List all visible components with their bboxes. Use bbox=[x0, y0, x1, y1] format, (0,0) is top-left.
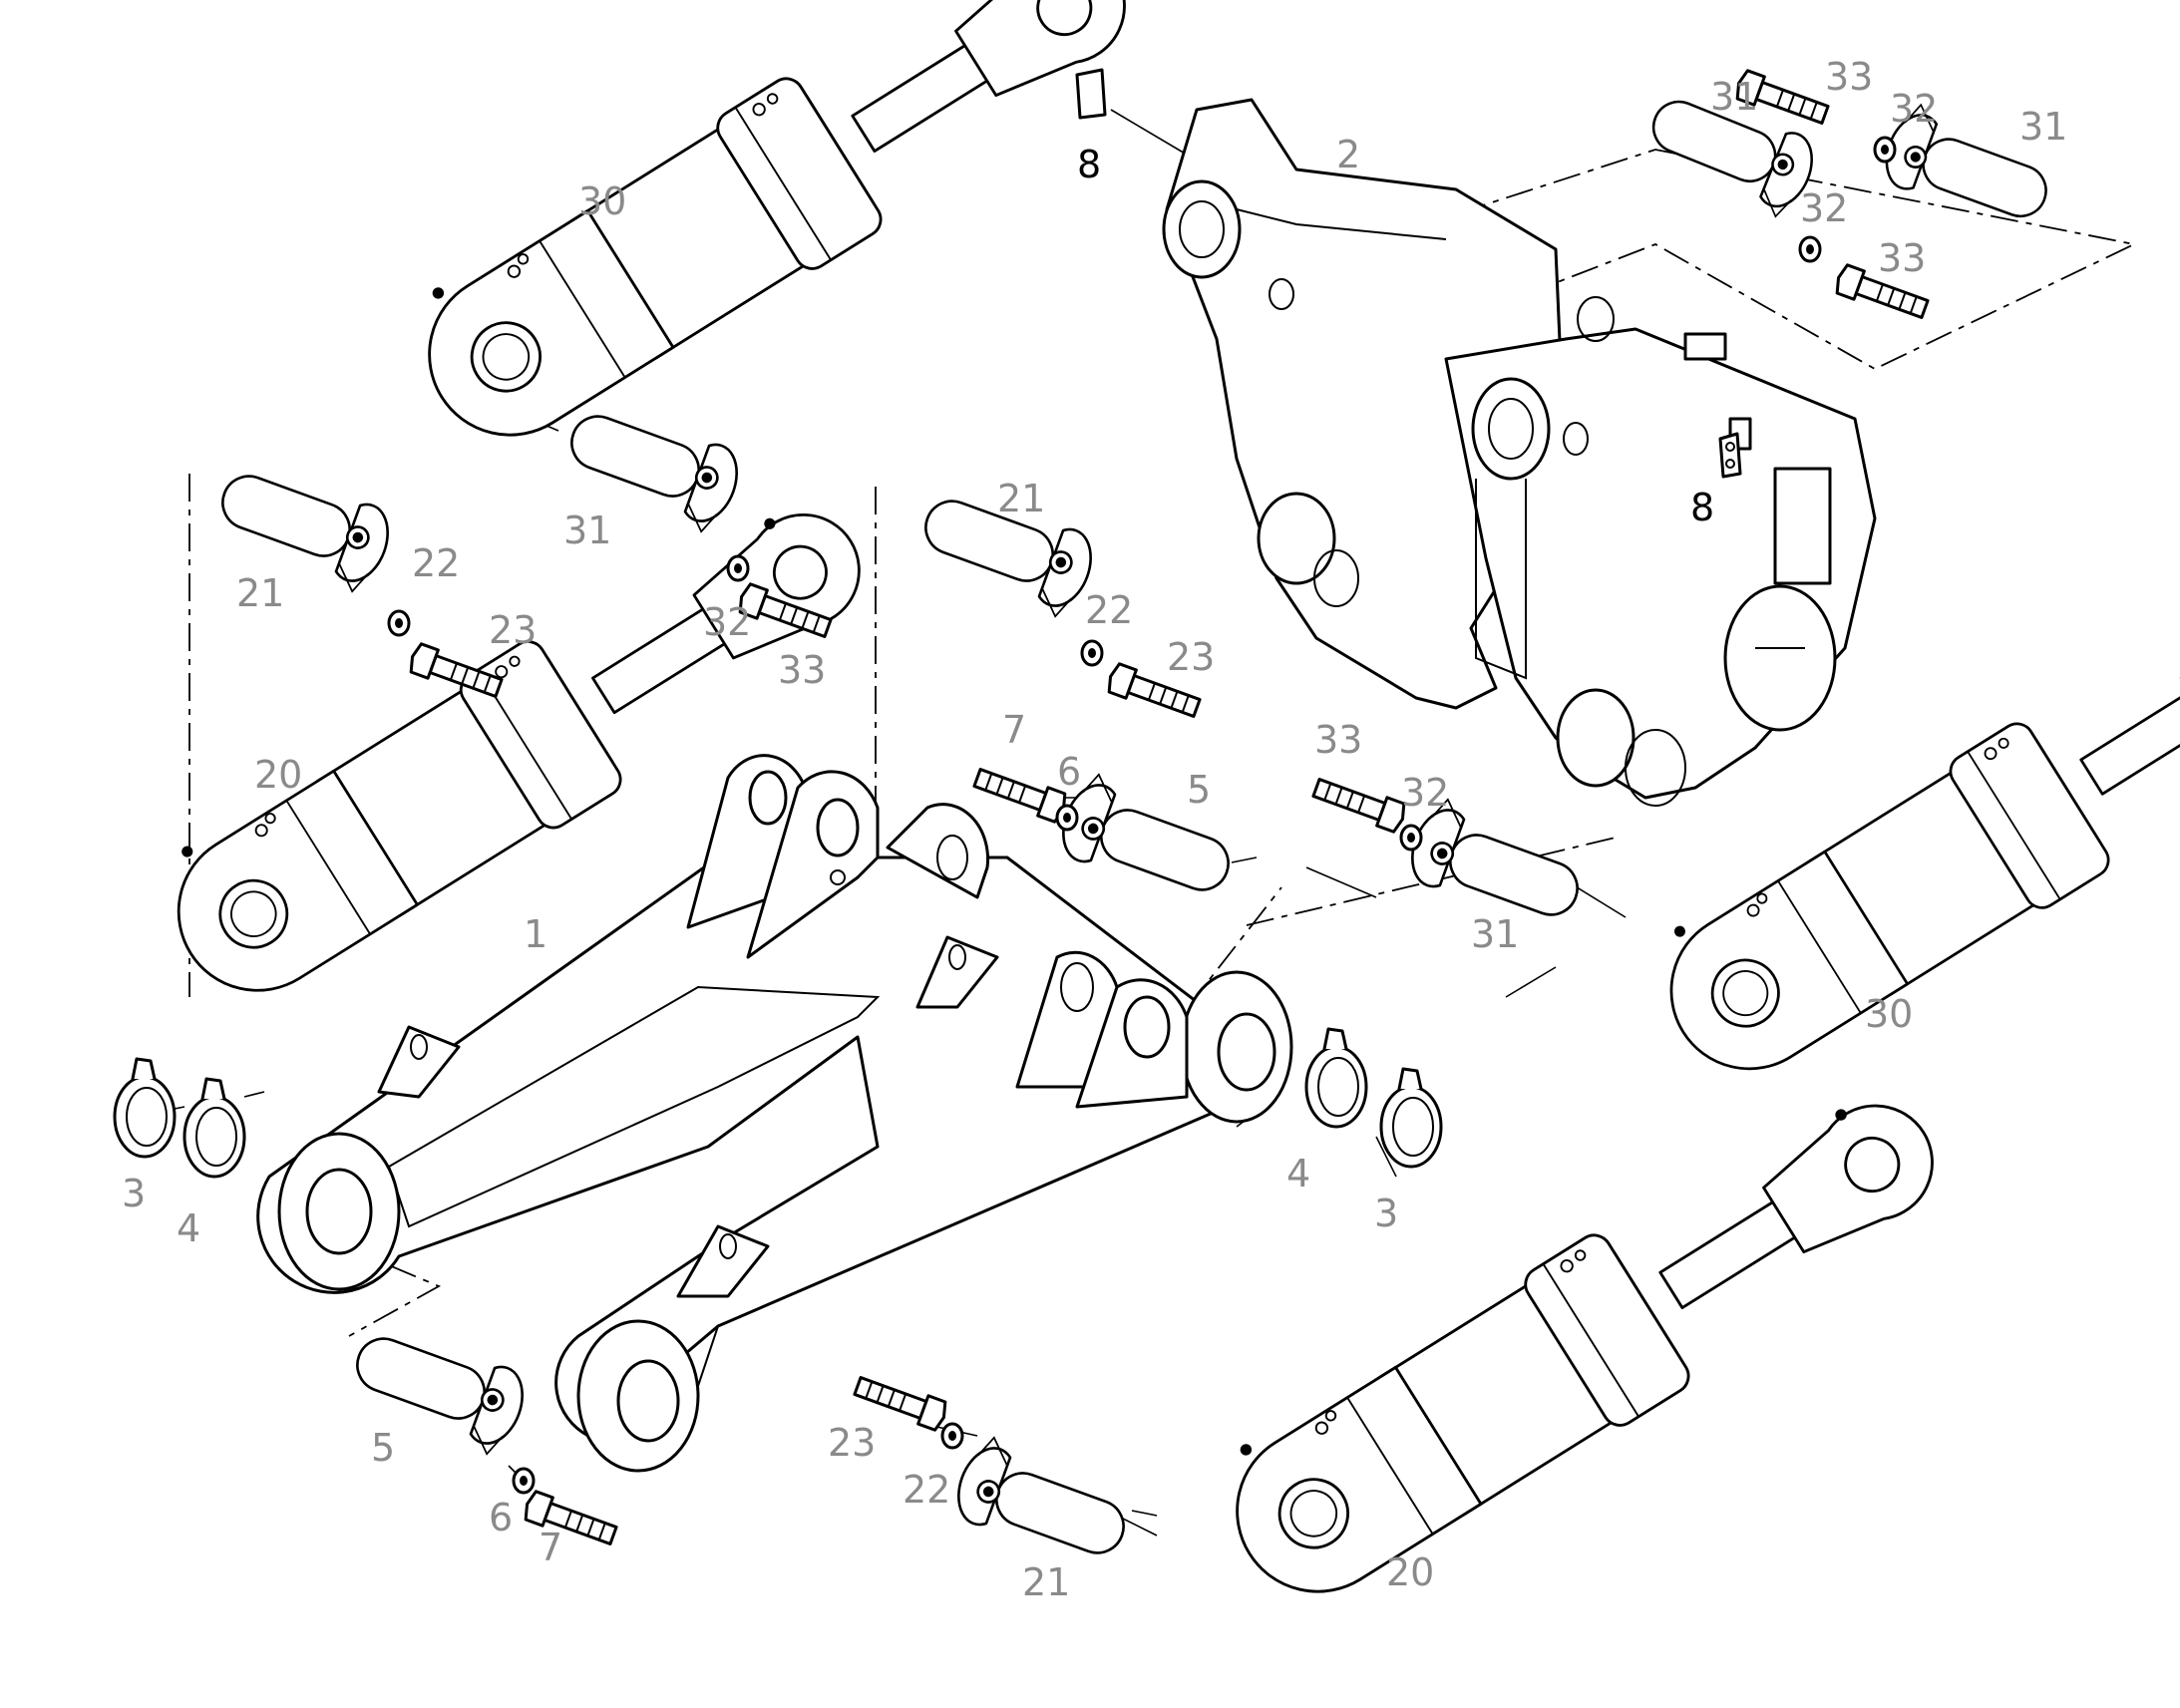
label-8-mid: 8 bbox=[1690, 486, 1714, 529]
label-32-top-a: 32 bbox=[1890, 87, 1938, 131]
gearbox-housing bbox=[1162, 98, 1877, 807]
pin-21-bottom bbox=[946, 1430, 1140, 1574]
washer-6-bottom bbox=[512, 1467, 536, 1495]
lock-ring-3-left bbox=[113, 1057, 177, 1159]
label-22-mid: 22 bbox=[1085, 588, 1133, 632]
label-31-left: 31 bbox=[563, 509, 611, 552]
label-plate-8-mid bbox=[1718, 432, 1742, 479]
label-33-right: 33 bbox=[1314, 718, 1362, 762]
label-3-right: 3 bbox=[1374, 1192, 1398, 1235]
label-8-top: 8 bbox=[1077, 143, 1101, 186]
lock-ring-4-left bbox=[182, 1077, 246, 1179]
label-31-top-a: 31 bbox=[1710, 75, 1758, 119]
label-30-top: 30 bbox=[578, 179, 626, 223]
washer-22-mid bbox=[1080, 639, 1104, 667]
washer-22-left bbox=[387, 609, 411, 637]
label-21-mid: 21 bbox=[997, 477, 1045, 520]
label-4-right: 4 bbox=[1286, 1152, 1310, 1196]
label-33-top-a: 33 bbox=[1825, 55, 1873, 99]
label-22-left: 22 bbox=[412, 541, 460, 585]
washer-32-top-b bbox=[1798, 235, 1822, 263]
label-32-right: 32 bbox=[1401, 771, 1449, 815]
label-21-left: 21 bbox=[236, 571, 284, 615]
bolt-33-right bbox=[1309, 772, 1410, 836]
label-23-mid: 23 bbox=[1167, 635, 1215, 679]
label-7-bottom: 7 bbox=[539, 1526, 562, 1569]
label-5-bottom: 5 bbox=[371, 1426, 395, 1470]
washer-32-top-a bbox=[1873, 136, 1897, 164]
swing-arm-frame bbox=[256, 754, 1293, 1473]
part-labels: 30 31 33 32 31 32 33 2 8 8 31 32 33 21 2… bbox=[122, 55, 2067, 1604]
label-31-right: 31 bbox=[1471, 912, 1519, 956]
label-6-bottom: 6 bbox=[489, 1496, 513, 1539]
label-3-left: 3 bbox=[122, 1172, 146, 1215]
label-7-mid: 7 bbox=[1002, 708, 1026, 752]
label-21-bottom: 21 bbox=[1022, 1560, 1070, 1604]
hydraulic-cylinder-20-bottom bbox=[1197, 1050, 1974, 1632]
label-20-bottom: 20 bbox=[1386, 1550, 1434, 1594]
washer-32-right bbox=[1399, 824, 1423, 852]
label-33-left: 33 bbox=[778, 648, 826, 692]
label-4-left: 4 bbox=[177, 1206, 200, 1250]
label-plate-8-top bbox=[1075, 68, 1107, 120]
label-23-left: 23 bbox=[489, 608, 537, 652]
label-32-top-b: 32 bbox=[1800, 186, 1848, 230]
hydraulic-cylinder-30-top bbox=[389, 0, 1166, 476]
label-33-top-b: 33 bbox=[1878, 236, 1926, 280]
label-2: 2 bbox=[1336, 133, 1360, 176]
lock-ring-3-right bbox=[1379, 1067, 1443, 1169]
lock-ring-4-right bbox=[1304, 1027, 1368, 1129]
label-32-left: 32 bbox=[703, 600, 751, 644]
bolt-7-mid bbox=[970, 762, 1071, 826]
label-31-top-b: 31 bbox=[2019, 105, 2067, 149]
washer-32-left bbox=[726, 554, 750, 582]
label-30-right: 30 bbox=[1865, 992, 1913, 1036]
label-22-bottom: 22 bbox=[903, 1468, 950, 1512]
label-6-mid: 6 bbox=[1057, 750, 1081, 794]
label-5-mid: 5 bbox=[1187, 768, 1211, 812]
washer-22-bottom bbox=[940, 1422, 964, 1450]
label-23-bottom: 23 bbox=[828, 1421, 876, 1465]
label-20-left: 20 bbox=[254, 753, 302, 797]
bolt-7-bottom bbox=[520, 1488, 620, 1551]
washer-6-mid bbox=[1055, 804, 1079, 832]
pin-5-mid bbox=[1051, 767, 1245, 911]
label-1: 1 bbox=[524, 912, 547, 956]
